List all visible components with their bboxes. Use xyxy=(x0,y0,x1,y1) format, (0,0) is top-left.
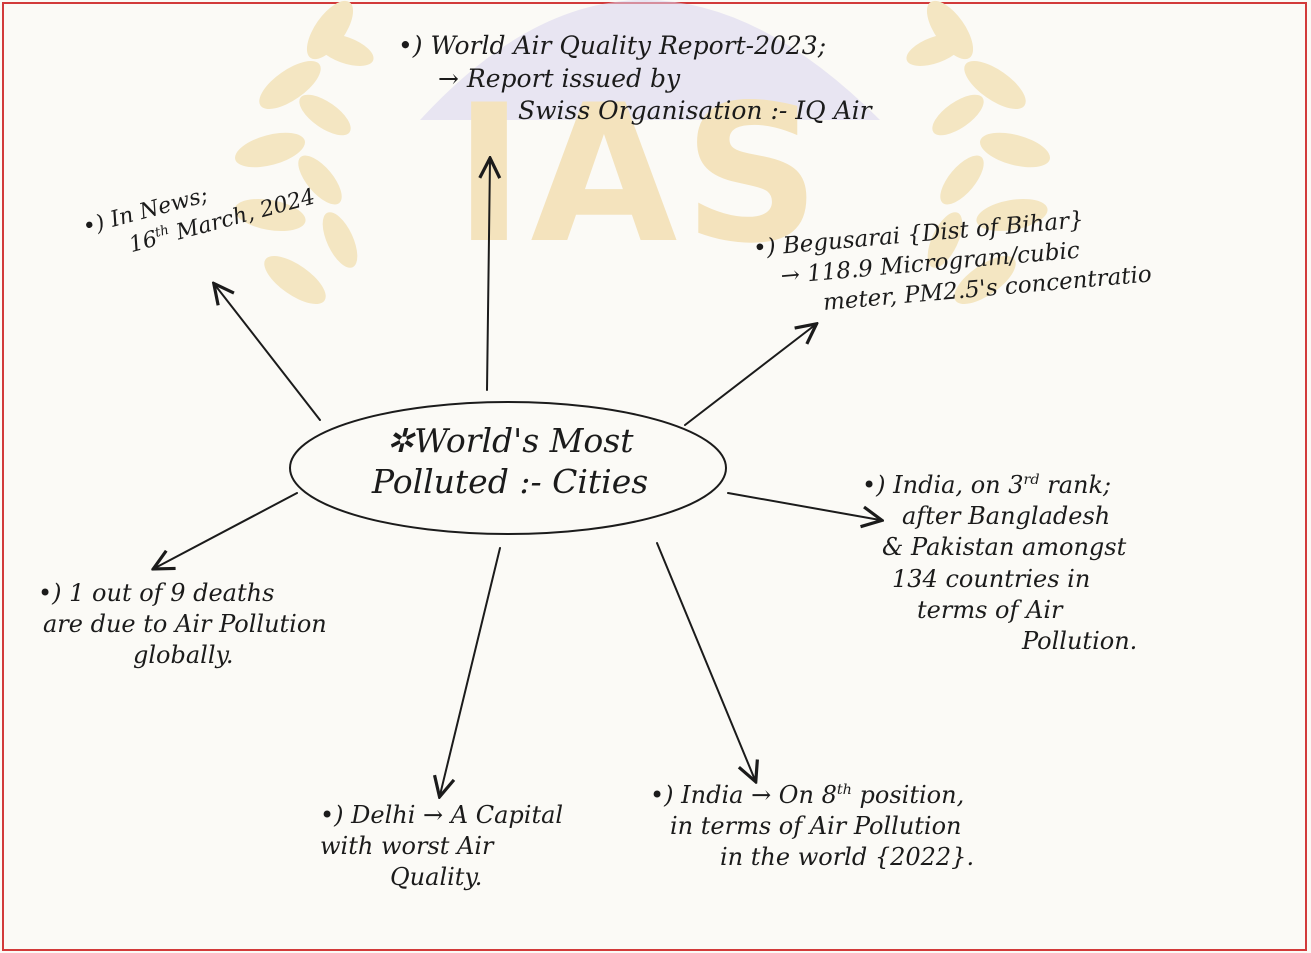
note-india-rank-line-4: 134 countries in xyxy=(892,564,1091,593)
note-india-rank-line-2: after Bangladesh xyxy=(902,502,1111,531)
note-india-rank: •) India, on 3rd rank; after Bangladesh … xyxy=(862,470,1137,657)
note-india-position-line-2: in terms of Air Pollution xyxy=(670,812,962,841)
arrow-to-begusarai xyxy=(684,325,815,426)
note-india-rank-line-5: terms of Air xyxy=(917,595,1063,624)
note-india-rank-line-6: Pollution. xyxy=(1022,626,1138,655)
note-india-position-line-3: in the world {2022}. xyxy=(720,843,975,872)
note-report-line-1: •) World Air Quality Report-2023; xyxy=(398,31,827,60)
note-delhi: •) Delhi → A Capital with worst Air Qual… xyxy=(320,800,563,894)
note-delhi-line-1: •) Delhi → A Capital xyxy=(320,801,564,829)
left-laurel-icon xyxy=(234,0,374,305)
arrow-to-delhi xyxy=(440,547,501,795)
note-delhi-line-2: with worst Air xyxy=(320,832,494,861)
note-deaths-line-2: are due to Air Pollution xyxy=(43,610,327,639)
note-deaths-line-3: globally. xyxy=(133,641,234,670)
arrow-to-india-rank xyxy=(727,492,880,520)
note-deaths-line-1: •) 1 out of 9 deaths xyxy=(38,579,275,607)
arrow-to-deaths xyxy=(155,492,298,568)
note-india-rank-line-3: & Pakistan amongst xyxy=(882,533,1127,562)
note-report-line-3: Swiss Organisation :- IQ Air xyxy=(518,96,872,125)
arrow-to-report xyxy=(487,160,490,391)
note-report: •) World Air Quality Report-2023; → Repo… xyxy=(398,30,872,128)
central-topic-line-1: ✲World's Most xyxy=(386,421,634,460)
note-india-position: •) India → On 8th position, in terms of … xyxy=(650,780,974,874)
center-bubble xyxy=(289,401,727,535)
note-report-line-2: → Report issued by xyxy=(438,63,681,93)
right-laurel-icon xyxy=(906,0,1050,305)
central-topic: ✲World's Most Polluted :- Cities xyxy=(295,420,725,503)
arrow-to-news xyxy=(215,285,321,421)
arrow-to-india-position xyxy=(656,542,755,780)
central-topic-line-2: Polluted :- Cities xyxy=(371,462,649,502)
note-deaths: •) 1 out of 9 deaths are due to Air Poll… xyxy=(38,578,327,672)
watermark-text: IAS xyxy=(454,64,827,285)
note-india-position-line-1: •) India → On 8th position, xyxy=(650,781,965,809)
note-delhi-line-3: Quality. xyxy=(390,863,483,892)
note-india-rank-line-1: •) India, on 3rd rank; xyxy=(862,471,1112,499)
dome-shape xyxy=(420,0,880,120)
